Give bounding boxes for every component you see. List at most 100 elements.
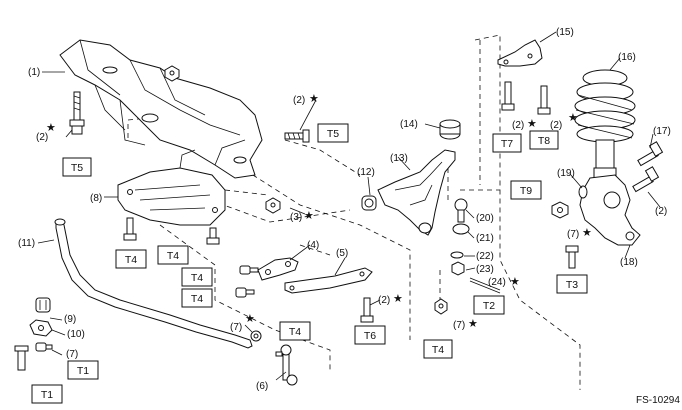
callout-1: (1) [28, 67, 40, 78]
castle-nut-23 [451, 261, 465, 276]
callout-10: (10) [67, 329, 85, 340]
ball-joint [454, 198, 468, 223]
callout-11: (11) [18, 238, 35, 249]
callout-15: (15) [556, 27, 574, 38]
svg-text:T6: T6 [364, 330, 376, 342]
front-lower-arm [377, 149, 456, 236]
star-marker: ★ [304, 209, 314, 222]
clamp-bolt-2 [14, 345, 29, 371]
torque-box-t1-bolt: T1 [31, 384, 63, 404]
callout-21: (21) [476, 233, 494, 244]
star-marker: ★ [245, 312, 255, 325]
svg-text:T4: T4 [191, 293, 203, 305]
callout-5: (5) [336, 248, 348, 259]
front-crossmember [59, 39, 263, 179]
stabilizer-bushing [35, 297, 51, 313]
svg-text:T4: T4 [191, 272, 203, 284]
star-marker: ★ [582, 226, 592, 239]
nut-3 [265, 197, 281, 214]
torque-box-t1-clamp: T1 [67, 360, 99, 380]
callout-24: (24) [488, 277, 506, 288]
callout-3: (3) [290, 212, 302, 223]
bracket-4 [257, 257, 299, 281]
torque-box-t8: T8 [529, 130, 559, 150]
svg-text:T4: T4 [125, 254, 137, 266]
star-marker: ★ [468, 317, 478, 330]
knuckle-lower-bolt [565, 245, 579, 269]
torque-box-t4-stabilizer: T4 [279, 321, 311, 341]
callout-13: (13) [390, 153, 408, 164]
steering-knuckle [579, 174, 641, 246]
callout-18: (18) [620, 257, 638, 268]
star-marker: ★ [527, 117, 537, 130]
callout-4: (4) [307, 240, 319, 251]
torque-box-t3: T3 [556, 274, 588, 294]
torque-labels: T5 T5 T4 T4 T4 T4 T4 T4 T1 T1 T6 T2 T7 T… [31, 123, 588, 404]
svg-text:T3: T3 [566, 279, 578, 291]
stabilizer-bar [54, 218, 253, 349]
svg-text:T1: T1 [41, 389, 53, 401]
callout-2-d: (2) [512, 120, 524, 131]
star-marker: ★ [309, 92, 319, 105]
plate-bolt-left [123, 217, 137, 241]
callout-17: (17) [653, 126, 671, 137]
arm-rear-bushing [439, 119, 461, 140]
star-marker: ★ [568, 111, 578, 124]
torque-box-t6: T6 [354, 325, 386, 345]
callout-23: (23) [476, 264, 494, 275]
strut-bracket-15 [497, 39, 543, 67]
callout-labels: (1) (2) (2) (2) (2) (2) (2) (3) (4) (5) … [18, 27, 671, 392]
cotter-pin-24 [469, 277, 501, 294]
ball-joint-boot [452, 223, 470, 235]
callout-7-c: (7) [453, 320, 465, 331]
star-markers: ★ ★ ★ ★ ★ ★ ★ ★ ★ ★ [46, 92, 592, 330]
svg-text:T4: T4 [289, 326, 301, 338]
svg-text:T8: T8 [538, 135, 550, 147]
star-marker: ★ [510, 275, 520, 288]
crossmember-bolt-right [284, 129, 310, 143]
callout-19: (19) [557, 168, 575, 179]
callout-9: (9) [64, 314, 76, 325]
torque-box-t4-plate-left: T4 [115, 249, 147, 269]
dashed-leader-lines [127, 34, 581, 390]
callout-20: (20) [476, 213, 494, 224]
strut-bracket-bolt-1 [501, 81, 515, 111]
torque-box-t4-bracket-lower: T4 [181, 288, 213, 308]
callout-12: (12) [357, 167, 375, 178]
callout-2-c: (2) [378, 295, 390, 306]
plate-bolt-right [206, 227, 220, 245]
stabilizer-link-nut [250, 330, 262, 342]
torque-box-t5-left: T5 [62, 157, 92, 177]
knuckle-bolt-upper [637, 141, 664, 167]
strut-bracket-bolt-2 [537, 85, 551, 115]
clamp-bolt-1 [35, 342, 53, 352]
svg-text:T1: T1 [77, 365, 89, 377]
support-bolt [360, 297, 374, 323]
torque-box-t2: T2 [473, 295, 505, 315]
torque-box-t9: T9 [510, 180, 542, 200]
callout-2-a: (2) [36, 132, 48, 143]
callout-2-f: (2) [655, 206, 667, 217]
torque-box-t5-right: T5 [317, 123, 349, 143]
svg-text:T5: T5 [327, 128, 339, 140]
figure-id: FS-10294 [636, 395, 680, 406]
callout-8: (8) [90, 193, 102, 204]
support-plate-5 [284, 267, 373, 294]
stabilizer-link [275, 344, 298, 386]
callout-22: (22) [476, 251, 494, 262]
knuckle-nut [551, 201, 569, 219]
arm-nut [434, 298, 448, 315]
callout-6: (6) [256, 381, 268, 392]
svg-text:T7: T7 [501, 138, 513, 150]
knuckle-bolt-lower [632, 166, 660, 193]
callout-14: (14) [400, 119, 418, 130]
svg-text:T2: T2 [483, 300, 495, 312]
callout-7-b: (7) [66, 349, 78, 360]
strut-coil-spring [574, 69, 636, 179]
torque-box-t7: T7 [492, 133, 522, 153]
leader-lines [37, 31, 661, 381]
washer-19 [578, 185, 588, 199]
bracket-bolt-upper [239, 265, 259, 275]
torque-box-t4-plate-right: T4 [157, 245, 189, 265]
